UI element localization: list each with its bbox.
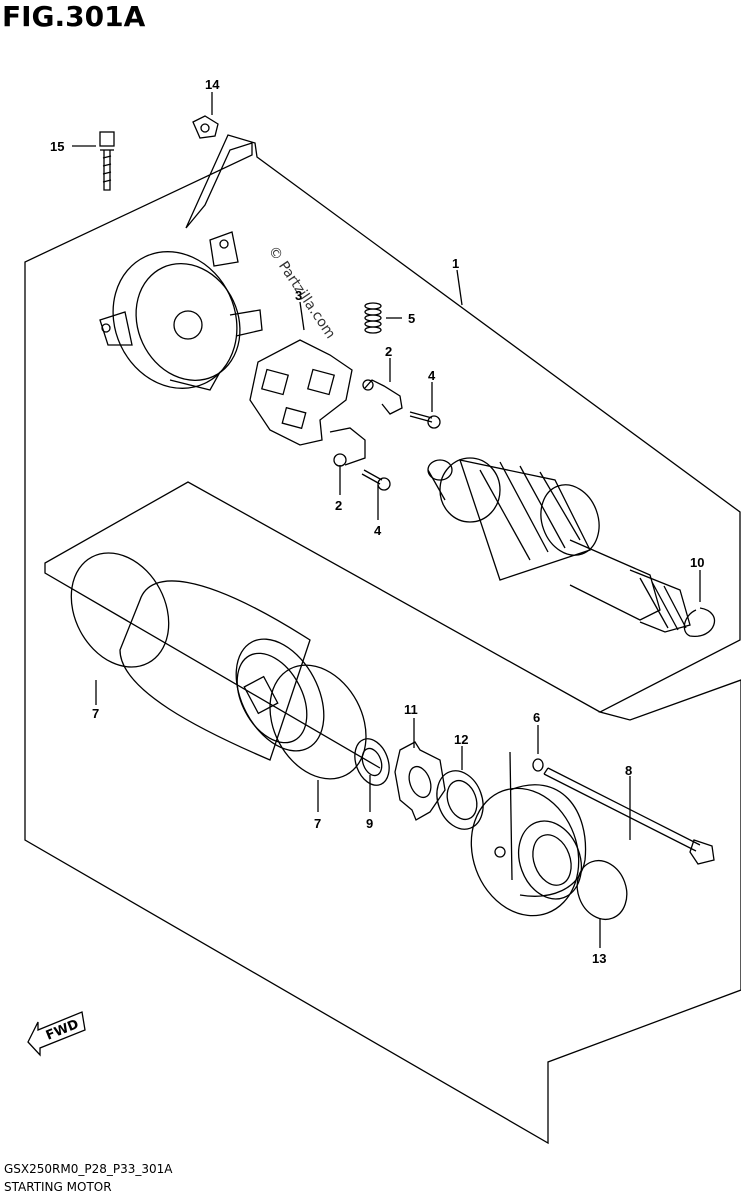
- assembly-outline: [24, 134, 741, 1145]
- callout-4-upper: 4: [428, 368, 436, 383]
- spring-part-5: [364, 302, 382, 334]
- bolt-part-15: [99, 131, 115, 191]
- figure-title: FIG.301A: [2, 0, 146, 33]
- o-ring-part-7-left: [70, 552, 170, 668]
- model-code: GSX250RM0_P28_P33_301A: [4, 1162, 173, 1176]
- callout-2-lower: 2: [335, 498, 342, 513]
- callout-11: 11: [404, 702, 418, 717]
- callout-7-left: 7: [92, 706, 99, 721]
- fwd-label: FWD: [44, 1017, 81, 1044]
- callout-7-right: 7: [314, 816, 321, 831]
- callout-8: 8: [625, 763, 632, 778]
- front-bracket: [470, 751, 587, 917]
- brush-part-2-lower: [329, 427, 366, 467]
- callout-14: 14: [205, 77, 220, 92]
- callout-12: 12: [454, 732, 468, 747]
- callout-5: 5: [408, 311, 415, 326]
- callout-15: 15: [50, 139, 64, 154]
- diagram-caption: STARTING MOTOR: [4, 1180, 112, 1194]
- callout-10: 10: [690, 555, 704, 570]
- armature: [427, 457, 691, 633]
- end-cover: [99, 231, 263, 391]
- oil-seal-part-12: [436, 770, 484, 830]
- long-bolt-part-8: [543, 767, 715, 865]
- o-ring-part-13: [576, 859, 628, 921]
- callout-3: 3: [295, 288, 302, 303]
- callout-13: 13: [592, 951, 606, 966]
- washer-part-9: [354, 738, 390, 786]
- brush-part-2-upper: [362, 379, 403, 415]
- callout-1: 1: [452, 256, 459, 271]
- brush-plate-part-3: [249, 339, 353, 446]
- callout-4-lower: 4: [374, 523, 382, 538]
- armature-group-outline: [44, 481, 601, 769]
- lock-plate-part-11: [394, 741, 446, 821]
- callout-9: 9: [366, 816, 373, 831]
- nut-part-14: [192, 115, 219, 139]
- screw-part-4-lower: [361, 469, 391, 491]
- fwd-arrow-icon: [27, 1011, 86, 1057]
- circlip-part-10: [683, 607, 715, 637]
- yoke: [119, 580, 325, 761]
- small-o-ring-part-6: [532, 758, 544, 772]
- o-ring-part-7-right: [269, 664, 367, 780]
- screw-part-4-upper: [409, 411, 441, 429]
- callout-6: 6: [533, 710, 540, 725]
- callout-2-upper: 2: [385, 344, 392, 359]
